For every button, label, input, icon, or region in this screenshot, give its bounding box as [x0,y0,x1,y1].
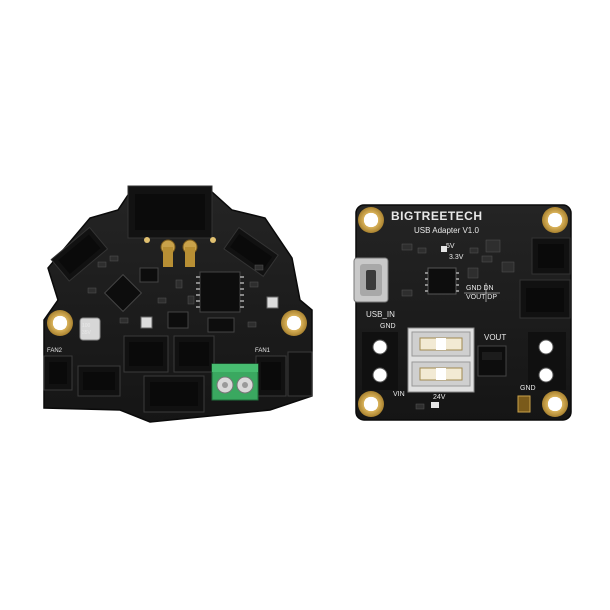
left-side-connector [50,226,109,282]
svg-text:100: 100 [82,323,91,329]
label-gnd-bottom: GND [520,385,536,392]
screw-hole-left-bottom [372,367,388,383]
board-model: USB Adapter V1.0 [414,226,479,235]
label-24v: 24V [433,394,446,401]
left-board: 100 35V FAN2 FAN1 [43,185,313,423]
button-left [140,316,153,329]
usb-chip [427,267,457,295]
screw-hole-left-top [372,339,388,355]
fan1-label: FAN1 [255,348,271,354]
screw-hole-right-bottom [538,367,554,383]
label-gnd-top: GND [380,323,396,330]
mount-hole-tl [358,207,384,233]
svg-text:35V: 35V [82,330,92,336]
label-3v3: 3.3V [449,254,464,261]
screw-hole-right-top [538,339,554,355]
small-chip-a [167,311,189,329]
right-side-connector [223,226,279,278]
small-chip-c [139,267,159,283]
fuse-holders [407,327,475,393]
main-mcu-chip [199,271,241,313]
button-right [266,296,279,309]
label-vin: VIN [393,391,405,398]
right-mount-hole [281,310,307,336]
status-led [517,395,531,413]
left-mount-hole [47,310,73,336]
fan2-label: FAN2 [47,348,63,354]
label-5v: 5V [446,243,455,250]
label-usb-in: USB_IN [366,310,395,319]
label-vout-dp: VOUT DP [466,294,497,301]
capacitor [79,317,101,341]
small-chip-b [207,317,235,333]
label-gnd-dn: GND DN [466,285,494,292]
mount-hole-br [542,391,568,417]
mount-hole-tr [542,207,568,233]
label-vout: VOUT [484,333,506,342]
output-component [477,345,507,377]
bottom-connectors [43,335,313,413]
mount-hole-bl [358,391,384,417]
secondary-chip [103,273,143,313]
right-board: BIGTREETECH USB Adapter V1.0 5V 3.3V GND… [353,204,572,421]
green-terminal-block [211,363,259,401]
brand-logo: BIGTREETECH [391,209,483,223]
usb-c-connector [353,257,389,303]
